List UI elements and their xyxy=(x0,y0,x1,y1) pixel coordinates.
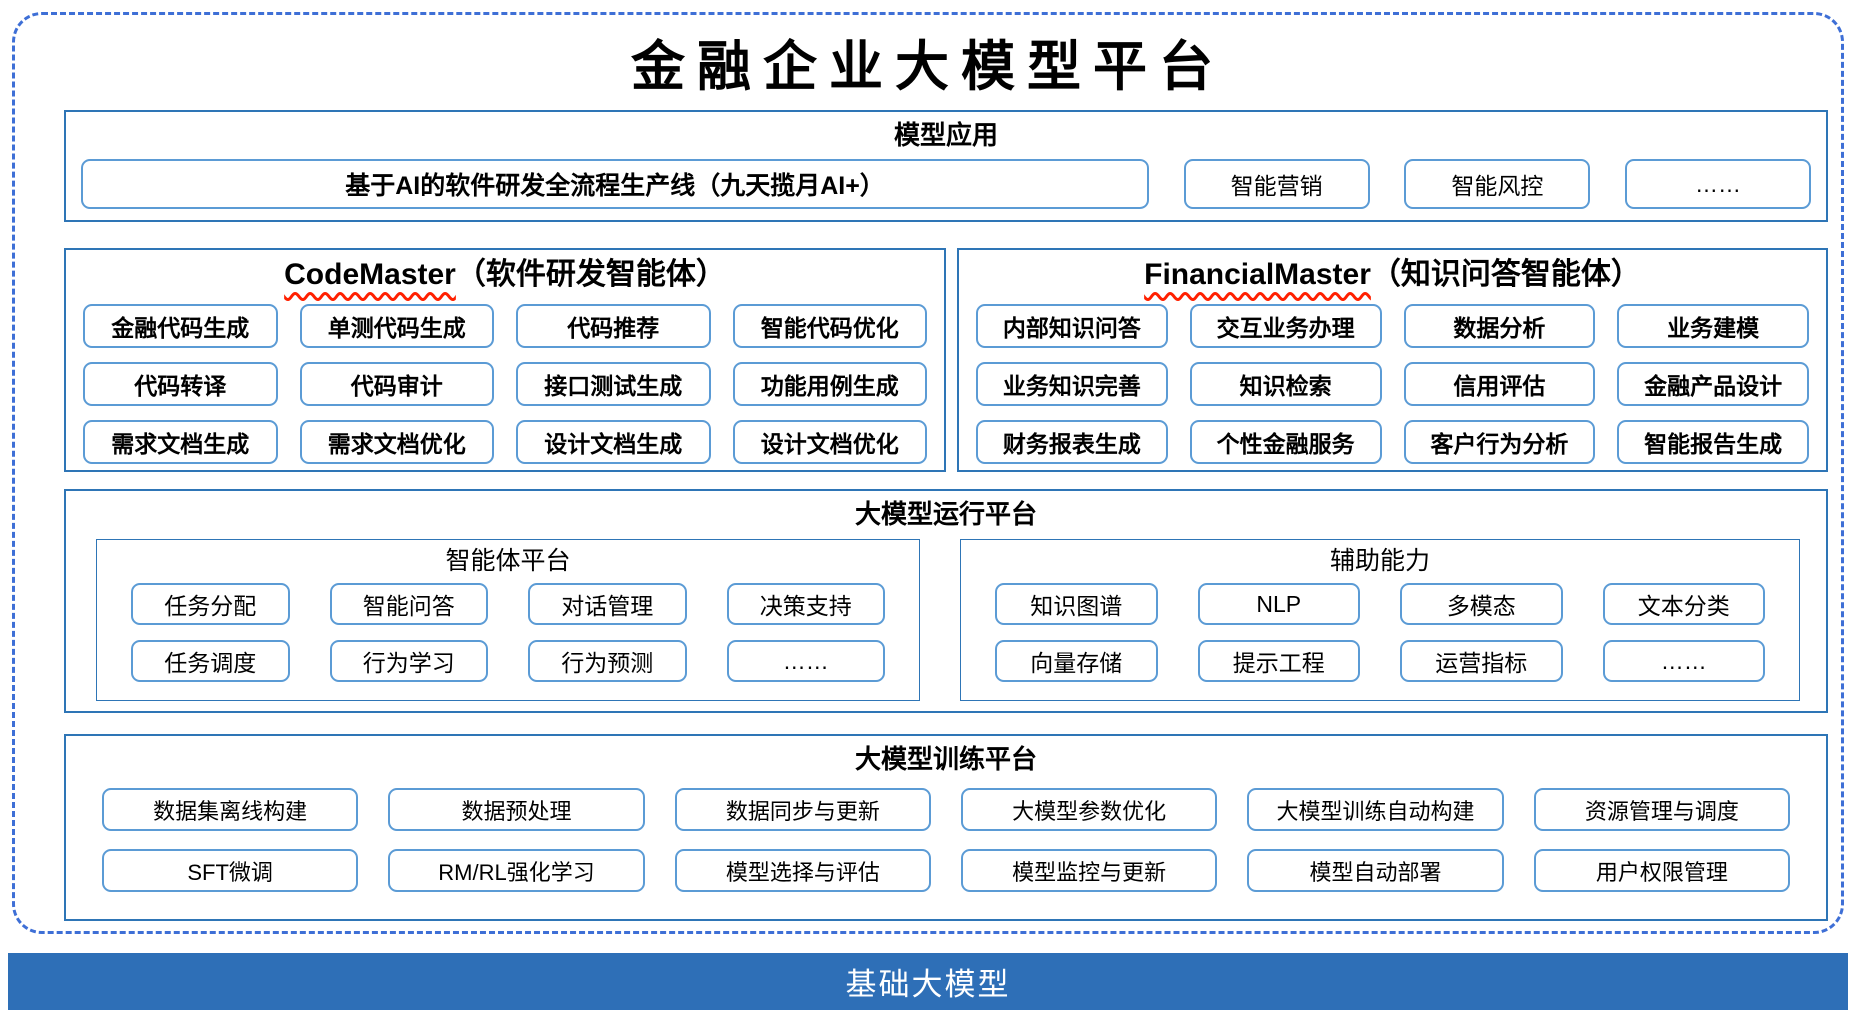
training-capability: 大模型训练自动构建 xyxy=(1247,788,1504,831)
codemaster-panel: CodeMaster（软件研发智能体） 金融代码生成 单测代码生成 代码推荐 智… xyxy=(64,248,946,472)
agent-platform-capability: 智能问答 xyxy=(329,583,488,625)
financialmaster-capability: 业务建模 xyxy=(1617,304,1809,348)
codemaster-header: CodeMaster（软件研发智能体） xyxy=(66,255,944,295)
codemaster-capability: 功能用例生成 xyxy=(732,362,927,406)
training-capability: 数据预处理 xyxy=(388,788,645,831)
runtime-platform-section: 大模型运行平台 智能体平台 任务分配 智能问答 对话管理 决策支持 任务调度 行… xyxy=(64,489,1828,713)
aux-capabilities-grid: 知识图谱 NLP 多模态 文本分类 向量存储 提示工程 运营指标 …… xyxy=(961,577,1799,682)
codemaster-subtitle: （软件研发智能体） xyxy=(455,258,726,291)
financialmaster-capability: 财务报表生成 xyxy=(976,420,1168,464)
agent-platform-capability: 任务调度 xyxy=(131,640,290,682)
codemaster-capability: 金融代码生成 xyxy=(83,304,278,348)
page-title: 金融企业大模型平台 xyxy=(631,34,1225,98)
model-apps-section: 模型应用 基于AI的软件研发全流程生产线（九天揽月AI+） 智能营销 智能风控 … xyxy=(64,110,1828,222)
agent-platform-capability: …… xyxy=(726,640,885,682)
financialmaster-capability: 业务知识完善 xyxy=(976,362,1168,406)
financialmaster-capability: 交互业务办理 xyxy=(1189,304,1382,348)
training-platform-header: 大模型训练平台 xyxy=(854,744,1037,774)
aux-capability: 提示工程 xyxy=(1197,640,1360,682)
agent-platform-capability: 决策支持 xyxy=(726,583,885,625)
aux-capability: NLP xyxy=(1197,583,1360,625)
financialmaster-capability: 个性金融服务 xyxy=(1189,420,1382,464)
codemaster-capability: 单测代码生成 xyxy=(299,304,494,348)
codemaster-capability: 代码转译 xyxy=(83,362,278,406)
agent-platform-header: 智能体平台 xyxy=(445,547,571,575)
model-app-risk-control: 智能风控 xyxy=(1404,159,1591,209)
codemaster-capability: 设计文档优化 xyxy=(732,420,927,464)
agent-platform-capability: 行为预测 xyxy=(528,640,687,682)
financialmaster-capability: 知识检索 xyxy=(1189,362,1382,406)
training-platform-section: 大模型训练平台 数据集离线构建 数据预处理 数据同步与更新 大模型参数优化 大模… xyxy=(64,734,1828,921)
codemaster-name: CodeMaster xyxy=(284,258,456,291)
training-capability: 模型自动部署 xyxy=(1247,849,1504,892)
foundation-model-bar: 基础大模型 xyxy=(8,953,1848,1010)
codemaster-capability: 需求文档生成 xyxy=(83,420,278,464)
training-capability: 数据集离线构建 xyxy=(102,788,359,831)
financialmaster-name: FinancialMaster xyxy=(1144,258,1371,291)
training-capability: 资源管理与调度 xyxy=(1533,788,1790,831)
financialmaster-capability: 智能报告生成 xyxy=(1617,420,1809,464)
aux-capability: 文本分类 xyxy=(1602,583,1765,625)
aux-capability: 向量存储 xyxy=(995,640,1158,682)
model-app-ai-pipeline: 基于AI的软件研发全流程生产线（九天揽月AI+） xyxy=(81,159,1149,209)
agent-platform-capability: 对话管理 xyxy=(528,583,687,625)
training-capability: SFT微调 xyxy=(102,849,359,892)
foundation-model-label: 基础大模型 xyxy=(845,967,1011,1002)
aux-capabilities-panel: 辅助能力 知识图谱 NLP 多模态 文本分类 向量存储 提示工程 运营指标 …… xyxy=(960,539,1800,701)
codemaster-capability: 接口测试生成 xyxy=(516,362,711,406)
training-capability: 模型选择与评估 xyxy=(674,849,931,892)
training-capability: 用户权限管理 xyxy=(1533,849,1790,892)
model-app-marketing: 智能营销 xyxy=(1183,159,1370,209)
aux-capabilities-header: 辅助能力 xyxy=(1329,547,1430,575)
agent-platform-capability: 行为学习 xyxy=(329,640,488,682)
training-capability: 大模型参数优化 xyxy=(961,788,1218,831)
financialmaster-subtitle: （知识问答智能体） xyxy=(1370,258,1641,291)
aux-capability: …… xyxy=(1602,640,1765,682)
platform-outer-border xyxy=(12,12,1844,934)
codemaster-capability: 代码审计 xyxy=(299,362,494,406)
financialmaster-capability: 金融产品设计 xyxy=(1617,362,1809,406)
financialmaster-capability: 数据分析 xyxy=(1403,304,1596,348)
aux-capability: 运营指标 xyxy=(1400,640,1563,682)
aux-capability: 多模态 xyxy=(1400,583,1563,625)
training-capability: 数据同步与更新 xyxy=(674,788,931,831)
model-apps-row: 基于AI的软件研发全流程生产线（九天揽月AI+） 智能营销 智能风控 …… xyxy=(66,159,1826,209)
codemaster-capability: 设计文档生成 xyxy=(516,420,711,464)
model-apps-header: 模型应用 xyxy=(893,120,998,150)
agent-platform-grid: 任务分配 智能问答 对话管理 决策支持 任务调度 行为学习 行为预测 …… xyxy=(97,577,919,682)
financialmaster-capability: 信用评估 xyxy=(1403,362,1596,406)
training-grid: 数据集离线构建 数据预处理 数据同步与更新 大模型参数优化 大模型训练自动构建 … xyxy=(66,776,1826,892)
agent-platform-panel: 智能体平台 任务分配 智能问答 对话管理 决策支持 任务调度 行为学习 行为预测… xyxy=(96,539,920,701)
aux-capability: 知识图谱 xyxy=(995,583,1158,625)
codemaster-capability: 代码推荐 xyxy=(516,304,711,348)
financialmaster-header: FinancialMaster（知识问答智能体） xyxy=(959,255,1826,295)
runtime-platform-header: 大模型运行平台 xyxy=(854,499,1037,529)
training-capability: RM/RL强化学习 xyxy=(388,849,645,892)
training-capability: 模型监控与更新 xyxy=(961,849,1218,892)
codemaster-capability: 智能代码优化 xyxy=(732,304,927,348)
codemaster-grid: 金融代码生成 单测代码生成 代码推荐 智能代码优化 代码转译 代码审计 接口测试… xyxy=(66,295,944,464)
financialmaster-panel: FinancialMaster（知识问答智能体） 内部知识问答 交互业务办理 数… xyxy=(957,248,1828,472)
financialmaster-capability: 内部知识问答 xyxy=(976,304,1168,348)
model-app-more: …… xyxy=(1624,159,1811,209)
financialmaster-capability: 客户行为分析 xyxy=(1403,420,1596,464)
codemaster-capability: 需求文档优化 xyxy=(299,420,494,464)
agent-platform-capability: 任务分配 xyxy=(131,583,290,625)
financialmaster-grid: 内部知识问答 交互业务办理 数据分析 业务建模 业务知识完善 知识检索 信用评估… xyxy=(959,295,1826,464)
